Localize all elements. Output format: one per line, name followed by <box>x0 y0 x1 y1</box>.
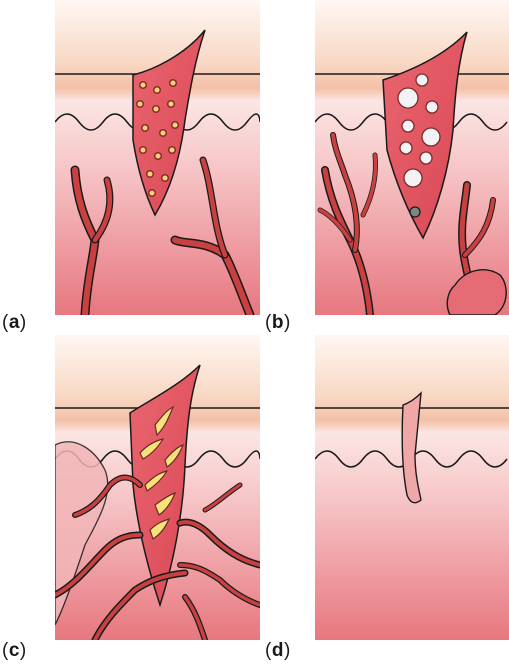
panel-label-c: (c) <box>2 640 27 662</box>
wound-inflammation-diagram <box>315 0 509 315</box>
panel-label-d: (d) <box>265 640 291 662</box>
panel-label-a: (a) <box>2 312 27 334</box>
panel-b <box>315 0 509 315</box>
wound-scar-diagram <box>315 335 509 640</box>
panel-label-b: (b) <box>265 312 291 334</box>
panel-d <box>315 335 509 640</box>
wound-granulation-diagram <box>55 335 260 640</box>
panel-c <box>55 335 260 640</box>
panel-a <box>55 0 260 315</box>
wound-clot-diagram <box>55 0 260 315</box>
macrophage <box>410 207 420 217</box>
